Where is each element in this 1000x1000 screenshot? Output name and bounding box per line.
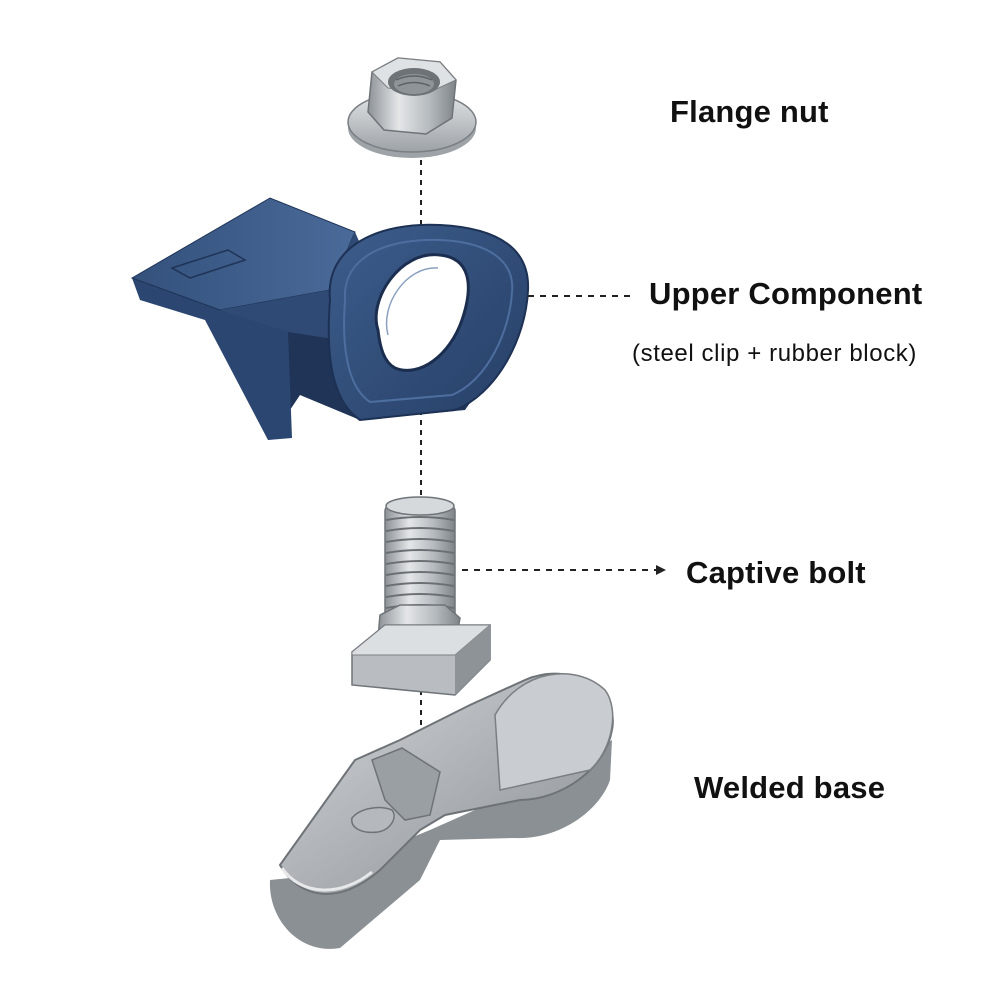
flange-nut-icon <box>347 57 477 158</box>
captive-bolt-icon <box>351 496 492 696</box>
upper-component-label: Upper Component <box>649 276 923 311</box>
upper-component-icon <box>130 197 530 440</box>
captive-bolt-arrowhead-icon <box>656 565 666 575</box>
flange-nut-label: Flange nut <box>670 94 829 129</box>
welded-base-icon <box>269 672 614 949</box>
upper-component-note: (steel clip + rubber block) <box>632 340 917 367</box>
captive-bolt-label: Captive bolt <box>686 555 866 590</box>
welded-base-label: Welded base <box>694 770 886 805</box>
